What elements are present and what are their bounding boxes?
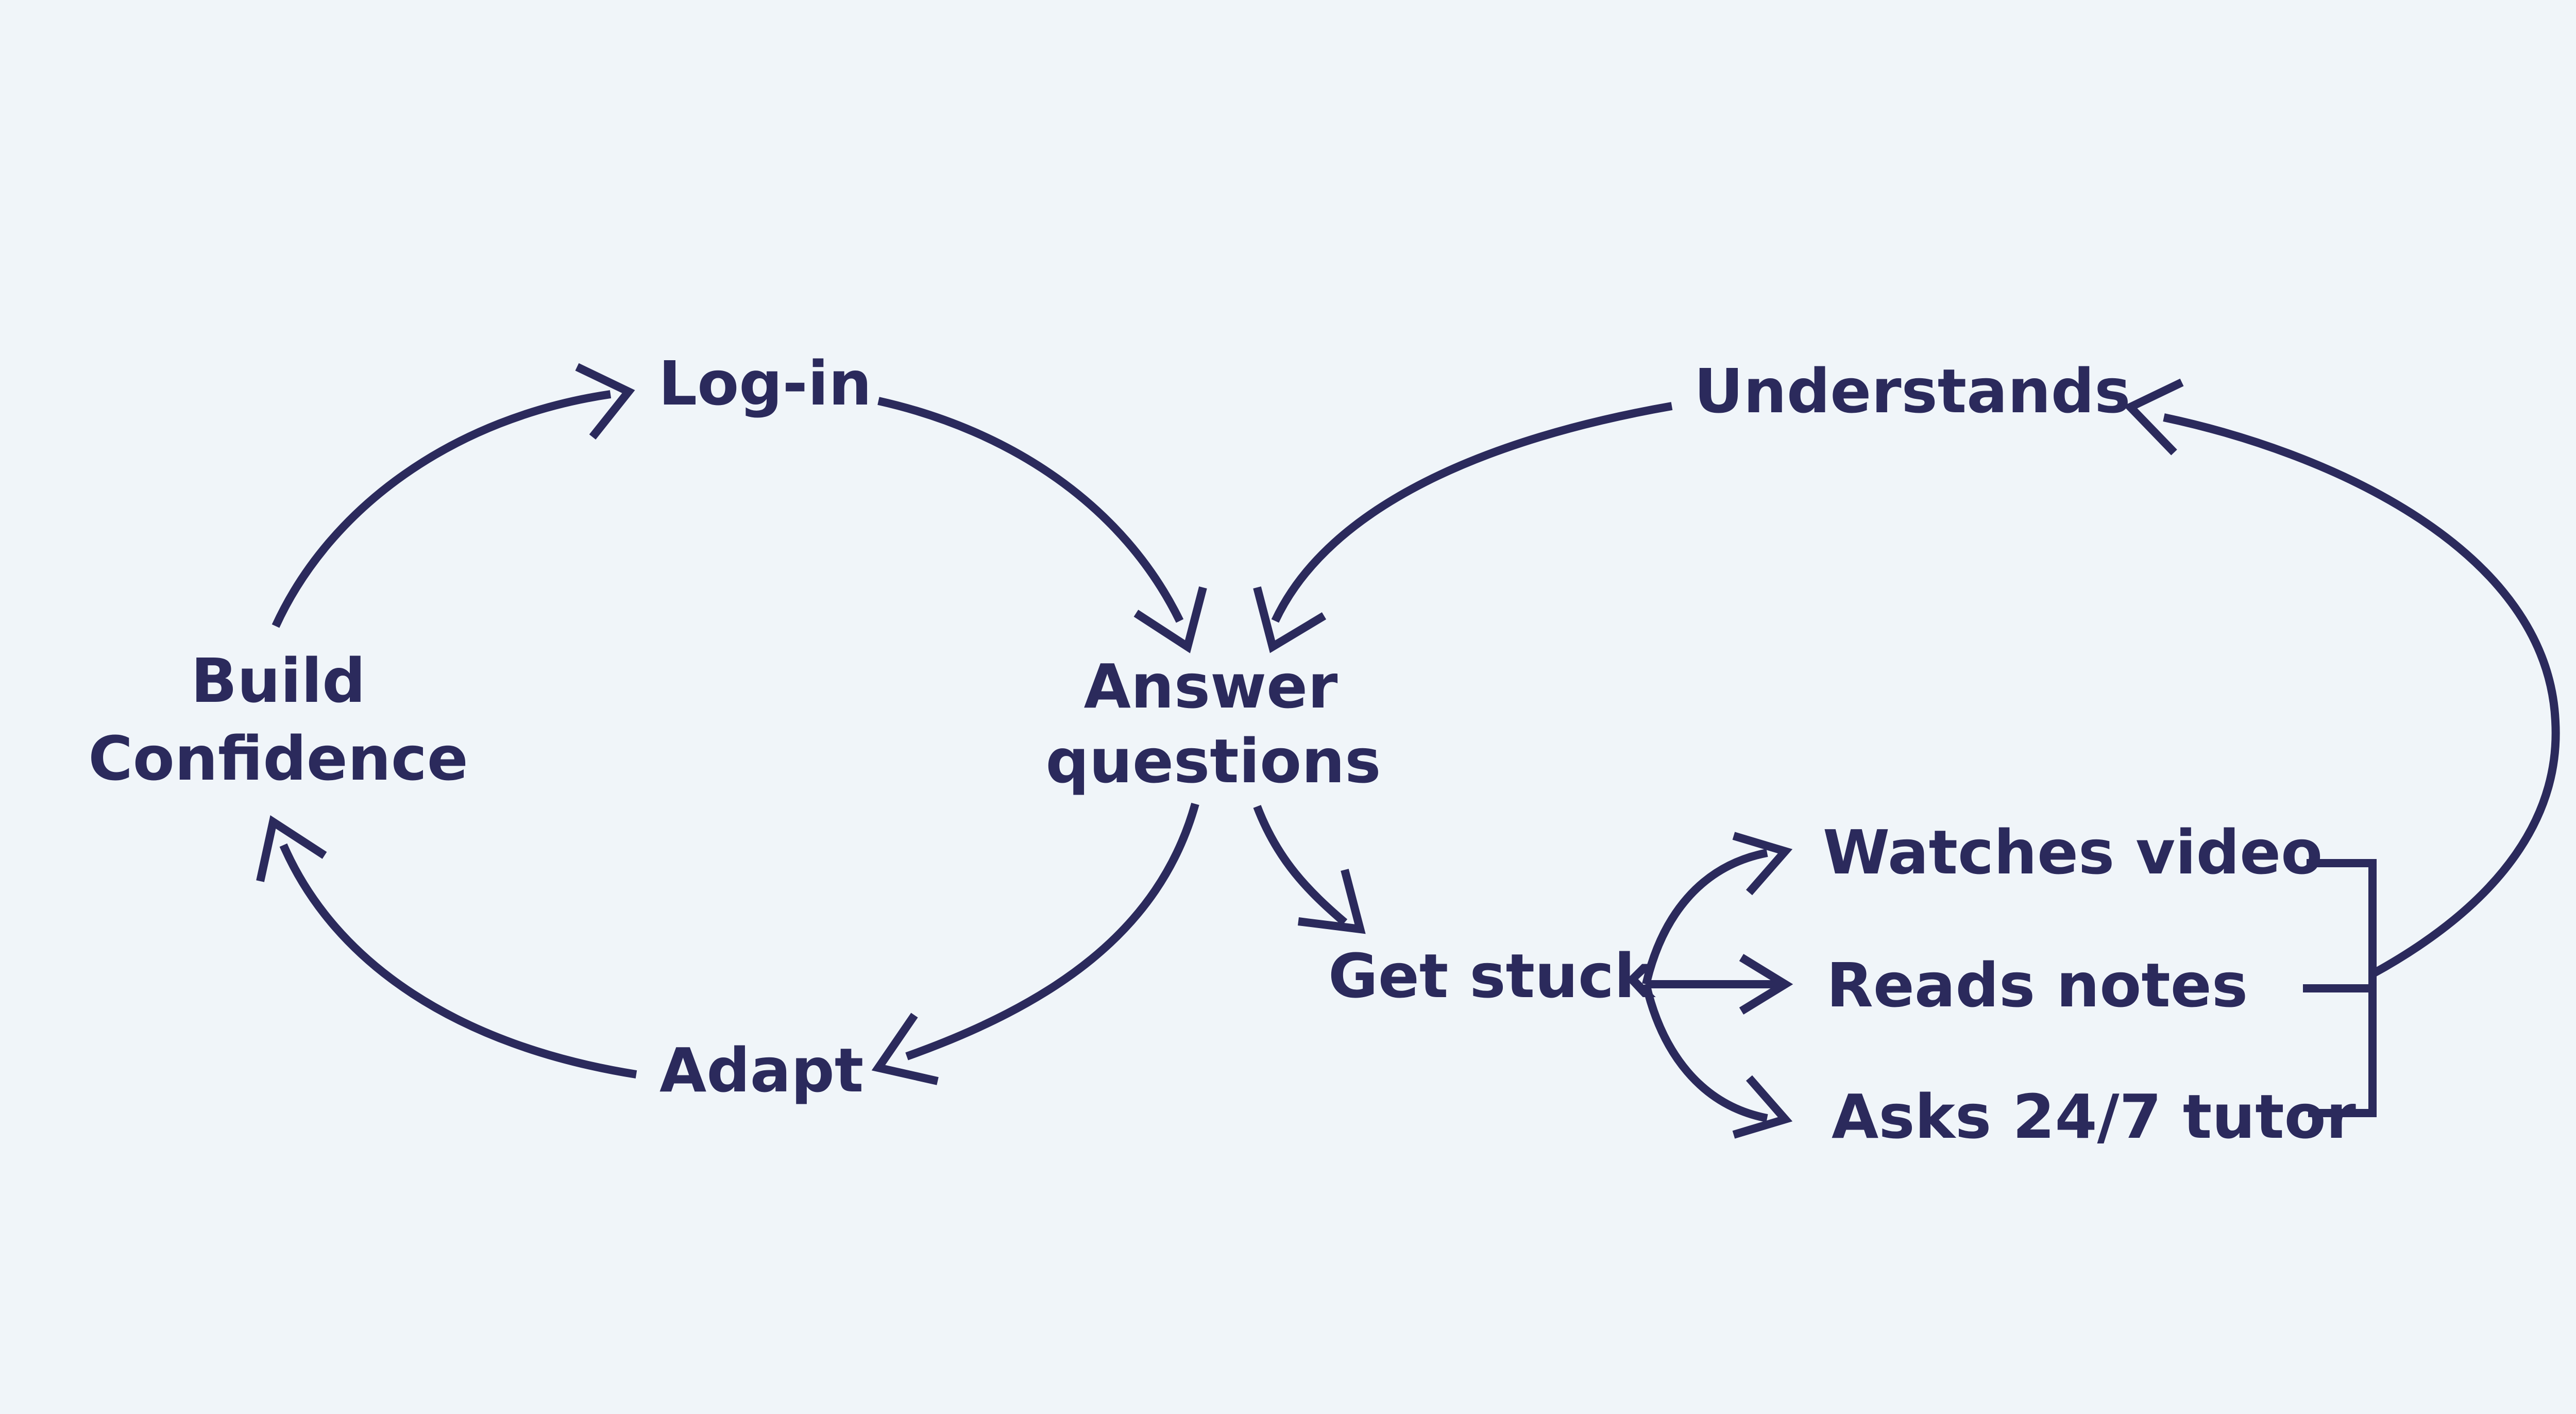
node-answer-questions-line1: Answer [1084,651,1338,722]
edge-build-to-login [272,363,635,628]
node-login: Log-in [658,348,872,419]
edge-answer-to-adapt [871,802,1199,1085]
node-reads-notes: Reads notes [1826,950,2248,1021]
edge-login-to-answer [877,397,1207,653]
node-asks-tutor: Asks 24/7 tutor [1832,1081,2356,1152]
actions-bracket [2303,859,2377,1117]
edge-answer-to-getstuck [1253,805,1366,934]
edge-getstuck-to-watches [1642,832,1793,985]
node-answer-questions-line2: questions [1046,726,1381,797]
node-get-stuck: Get stuck [1328,940,1656,1012]
node-understands: Understands [1694,356,2131,427]
node-adapt: Adapt [659,1035,863,1106]
edge-getstuck-to-asks [1642,983,1793,1139]
edge-adapt-to-build [256,815,637,1079]
edge-understands-to-answer [1253,402,1673,653]
edge-actions-to-understands [2123,378,2560,978]
edge-getstuck-to-reads [1649,954,1793,1015]
node-watches-video: Watches video [1823,817,2323,888]
node-build-confidence-line2: Confidence [88,723,468,794]
node-build-confidence-line1: Build [191,645,365,716]
